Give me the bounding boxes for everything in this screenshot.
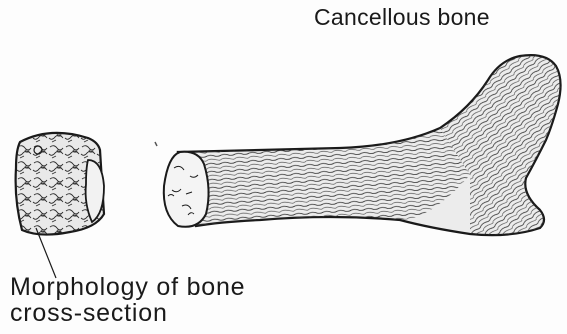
cancellous-bone-label: Cancellous bone xyxy=(314,4,490,31)
caption-line-1: Morphology of bone xyxy=(10,274,245,300)
speck xyxy=(155,142,157,146)
long-bone xyxy=(164,55,561,235)
caption-line-2: cross-section xyxy=(10,300,245,326)
cross-section-block xyxy=(16,133,104,235)
cross-section-caption: Morphology of bone cross-section xyxy=(10,274,245,326)
